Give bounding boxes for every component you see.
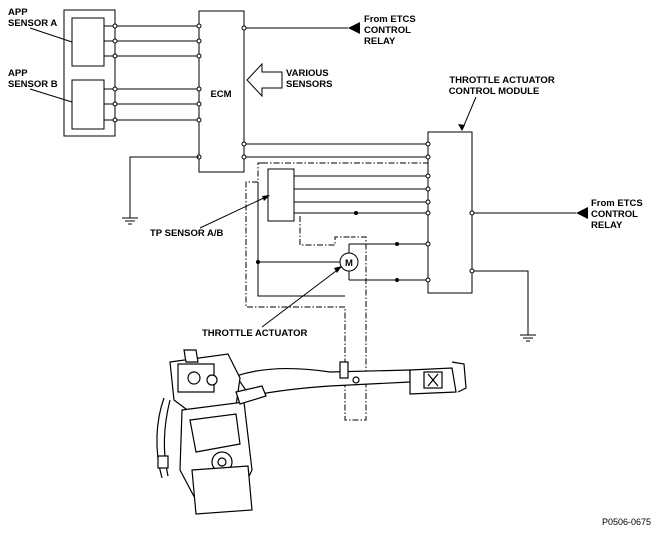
- ecm-label: ECM: [210, 89, 231, 100]
- app-sensor-b-element: [71, 79, 105, 130]
- app-sensor-a-label: APP SENSOR A: [8, 7, 73, 43]
- ecm-module: ECM: [198, 10, 245, 173]
- app-sensor-b-label-line2: SENSOR B: [8, 79, 58, 90]
- tacm-ground: [469, 268, 536, 342]
- tp-to-tacm-wiring: [294, 173, 431, 216]
- figure-code: P0506-0675: [602, 517, 651, 527]
- throttle-body-outline: [245, 162, 429, 421]
- motor-symbol: M: [345, 258, 353, 269]
- etcs-relay-top-line1: From ETCS: [364, 14, 416, 25]
- etcs-relay-input-right: From ETCS CONTROL RELAY: [469, 198, 643, 231]
- etcs-relay-top-line2: CONTROL: [364, 25, 411, 36]
- etcs-relay-right-line3: RELAY: [591, 220, 623, 231]
- ecm-to-tacm-wiring: [241, 141, 431, 160]
- app-sensor-b-label-line1: APP: [8, 68, 28, 79]
- app-sensor-a-label-line1: APP: [8, 7, 28, 18]
- tp-sensor-label: TP SENSOR A/B: [150, 228, 224, 239]
- throttle-actuator-control-module: THROTTLE ACTUATOR CONTROL MODULE: [427, 75, 555, 294]
- tacm-label-line1: THROTTLE ACTUATOR: [449, 75, 555, 86]
- various-sensors-line1: VARIOUS: [286, 68, 329, 79]
- app-sensor-a-element: [71, 17, 105, 67]
- app-sensor-b-label: APP SENSOR B: [8, 68, 73, 103]
- etcs-relay-right-line1: From ETCS: [591, 198, 643, 209]
- etcs-relay-right-line2: CONTROL: [591, 209, 638, 220]
- throttle-actuator-label: THROTTLE ACTUATOR: [202, 328, 308, 339]
- app-sensor-assembly: [63, 9, 116, 137]
- etcs-relay-top-line3: RELAY: [364, 36, 396, 47]
- engine-illustration: [156, 349, 467, 515]
- app-to-ecm-wiring: [104, 23, 202, 225]
- tp-sensor: TP SENSOR A/B: [150, 168, 295, 239]
- app-sensor-a-label-line2: SENSOR A: [8, 18, 57, 29]
- throttle-motor: M THROTTLE ACTUATOR: [202, 182, 431, 339]
- various-sensors-line2: SENSORS: [286, 79, 332, 90]
- various-sensors-input: VARIOUS SENSORS: [246, 62, 332, 98]
- tacm-label-line2: CONTROL MODULE: [449, 86, 540, 97]
- etcs-relay-input-top: From ETCS CONTROL RELAY: [241, 14, 416, 47]
